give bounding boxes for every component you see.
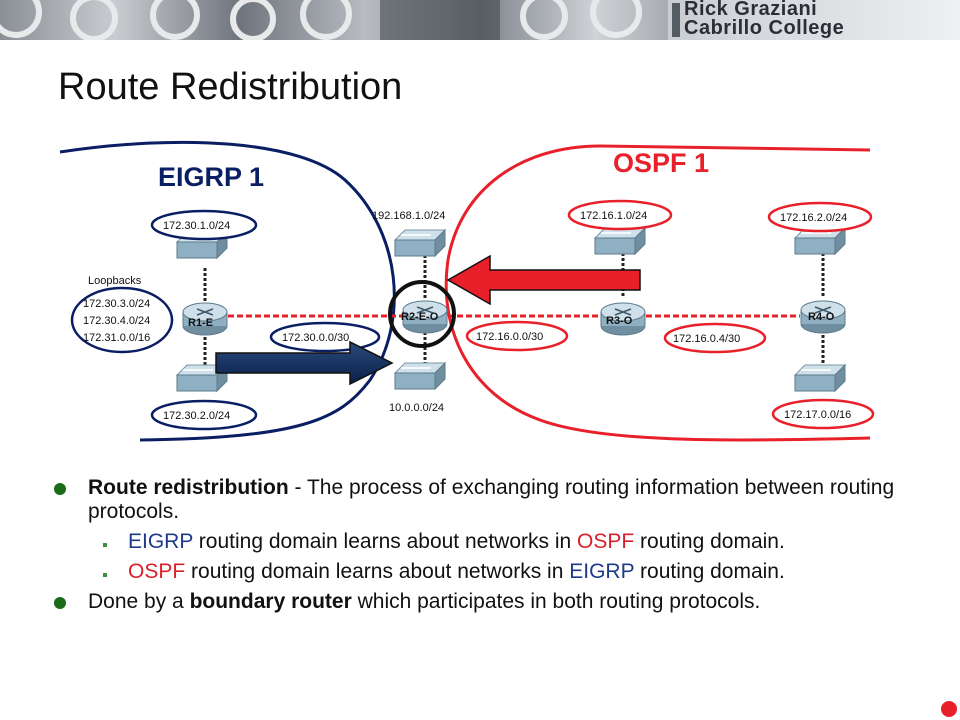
net-oval-172-30-1 (150, 209, 258, 241)
banner-disk-graphic (590, 0, 642, 38)
boundary-router-highlight (388, 280, 456, 348)
loopback-2-label: 172.30.4.0/24 (83, 315, 150, 327)
subbullet-ospf-learns: ▪ OSPF routing domain learns about networ… (52, 560, 952, 584)
router-r1-label: R1-E (188, 317, 213, 329)
subbullet-marker: ▪ (102, 567, 108, 584)
r2-lan-top-switch (394, 229, 446, 257)
net-label-172-30-2: 172.30.2.0/24 (163, 410, 230, 422)
loopback-1-label: 172.30.3.0/24 (83, 298, 150, 310)
banner-disk-graphic (150, 0, 200, 40)
brand-block: Rick Graziani Cabrillo College (668, 0, 960, 40)
ospf-term: OSPF (128, 560, 186, 583)
banner-disk-graphic (0, 0, 42, 38)
net-oval-172-16-0-4 (663, 322, 767, 354)
router-r4-label: R4-O (808, 311, 835, 323)
eigrp-domain-boundary (59, 140, 396, 442)
eigrp-domain-label: EIGRP 1 (158, 162, 264, 192)
r4-lan-bottom-switch (794, 364, 846, 392)
ospf-domain-label: OSPF 1 (613, 148, 709, 178)
bullet-text: which participates in both routing proto… (351, 590, 761, 613)
slide-corner-dot (941, 701, 957, 717)
r2-lan-bottom-switch (394, 362, 446, 390)
bullet-text: Done by a (88, 590, 190, 613)
bullet-bold-term: boundary router (189, 590, 352, 613)
network-diagram: EIGRP 1 OSPF 1 R1-E R2-E-O R3-O R4-O 172… (59, 140, 875, 442)
loopbacks-oval (70, 286, 174, 354)
net-label-172-17-0: 172.17.0.0/16 (784, 409, 851, 421)
subbullet-marker: ▪ (102, 537, 108, 554)
net-label-172-16-1: 172.16.1.0/24 (580, 210, 647, 222)
ospf-term: OSPF (577, 530, 635, 553)
net-label-172-16-0-4: 172.16.0.4/30 (673, 333, 740, 345)
net-label-172-30-0: 172.30.0.0/30 (282, 332, 349, 344)
eigrp-to-ospf-arrow (215, 340, 394, 386)
net-label-10-0-0: 10.0.0.0/24 (389, 402, 444, 414)
net-label-172-30-1: 172.30.1.0/24 (163, 220, 230, 232)
eigrp-term: EIGRP (569, 560, 635, 583)
slide-title: Route Redistribution (58, 66, 403, 108)
subbullet-text: routing domain. (634, 560, 785, 583)
net-label-172-16-2: 172.16.2.0/24 (780, 212, 847, 224)
net-oval-172-16-0 (465, 320, 569, 352)
bullet-route-redistribution: Route redistribution - The process of ex… (52, 476, 952, 524)
router-r2-label: R2-E-O (401, 311, 439, 323)
r3-lan-switch (594, 227, 646, 255)
banner-disk-graphic (70, 0, 118, 40)
loopback-3-label: 172.31.0.0/16 (83, 332, 150, 344)
loopbacks-label: Loopbacks (88, 275, 142, 287)
eigrp-term: EIGRP (128, 530, 193, 553)
ospf-to-eigrp-arrow (446, 254, 641, 306)
banner-disk-graphic (230, 0, 276, 40)
bullet-dot (54, 597, 66, 609)
subbullet-text: routing domain learns about networks in (192, 530, 578, 553)
router-r3-label: R3-O (606, 315, 633, 327)
subbullet-eigrp-learns: ▪ EIGRP routing domain learns about netwo… (52, 530, 952, 554)
bullet-list: Route redistribution - The process of ex… (52, 476, 952, 620)
banner-disk-graphic (300, 0, 352, 40)
subbullet-text: routing domain learns about networks in (185, 560, 570, 583)
bullet-bold-term: Route redistribution (88, 476, 289, 499)
banner-shadow (380, 0, 500, 40)
net-label-192-168-1: 192.168.1.0/24 (372, 210, 445, 222)
net-label-172-16-0: 172.16.0.0/30 (476, 331, 543, 343)
subbullet-text: routing domain. (634, 530, 785, 553)
header-banner: Rick Graziani Cabrillo College (0, 0, 960, 40)
ospf-domain-boundary (444, 144, 871, 442)
bullet-dot (54, 483, 66, 495)
institution-name: Cabrillo College (684, 17, 845, 39)
brand-mark (672, 3, 680, 37)
net-oval-172-16-2 (767, 201, 873, 233)
banner-disk-graphic (520, 0, 568, 40)
net-oval-172-17-0 (771, 398, 875, 430)
net-oval-172-30-2 (150, 399, 258, 431)
author-name: Rick Graziani (684, 0, 818, 20)
bullet-text: - The process of exchanging routing info… (88, 476, 895, 523)
net-oval-172-16-1 (567, 199, 673, 231)
bullet-boundary-router: Done by a boundary router which particip… (52, 590, 952, 614)
